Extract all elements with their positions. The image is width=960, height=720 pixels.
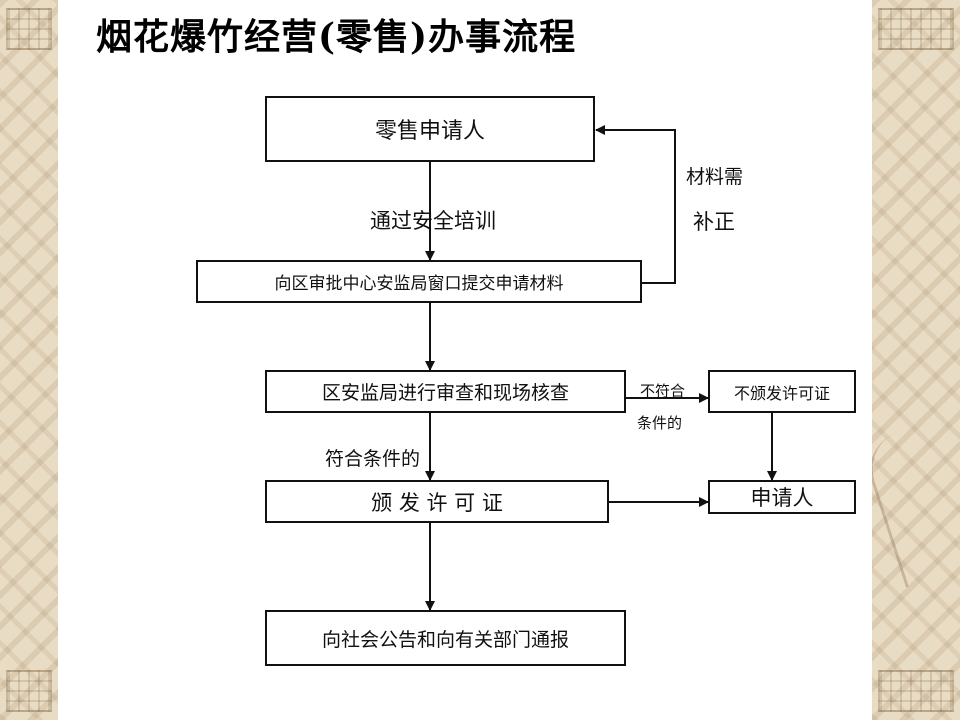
right-decorative-border — [859, 0, 960, 720]
announce-label: 向社会公告和向有关部门通报 — [321, 628, 569, 651]
submit-materials-label: 向区审批中心安监局窗口提交申请材料 — [274, 274, 564, 294]
fret-ornament — [878, 8, 954, 50]
review-box: 区安监局进行审查和现场核查 — [265, 370, 626, 413]
applicant-box: 零售申请人 — [265, 96, 595, 162]
applicant-end-box: 申请人 — [708, 480, 856, 514]
issue-license-label: 颁 发 许 可 证 — [371, 490, 503, 515]
supplement-label-line1: 材料需 — [686, 166, 744, 188]
issue-license-box: 颁 发 许 可 证 — [265, 480, 609, 523]
fret-ornament — [878, 670, 954, 712]
applicant-end-label: 申请人 — [750, 486, 814, 510]
training-label: 通过安全培训 — [370, 209, 496, 233]
announce-box: 向社会公告和向有关部门通报 — [265, 610, 626, 666]
submit-materials-box: 向区审批中心安监局窗口提交申请材料 — [196, 260, 642, 303]
fret-ornament — [6, 670, 52, 712]
qualified-label: 符合条件的 — [325, 448, 421, 470]
unqualified-label-line2: 条件的 — [637, 414, 683, 432]
applicant-box-label: 零售申请人 — [374, 119, 485, 144]
fret-ornament — [6, 8, 52, 50]
page-title: 烟花爆竹经营(零售)办事流程 — [96, 16, 577, 58]
arrow-supplement-loop — [595, 125, 676, 284]
review-label: 区安监局进行审查和现场核查 — [321, 382, 569, 404]
no-license-box: 不颁发许可证 — [708, 370, 856, 413]
unqualified-label-line1: 不符合 — [640, 382, 686, 400]
left-decorative-border — [0, 0, 58, 720]
no-license-label: 不颁发许可证 — [733, 383, 830, 403]
supplement-label-line2: 补正 — [693, 210, 735, 234]
